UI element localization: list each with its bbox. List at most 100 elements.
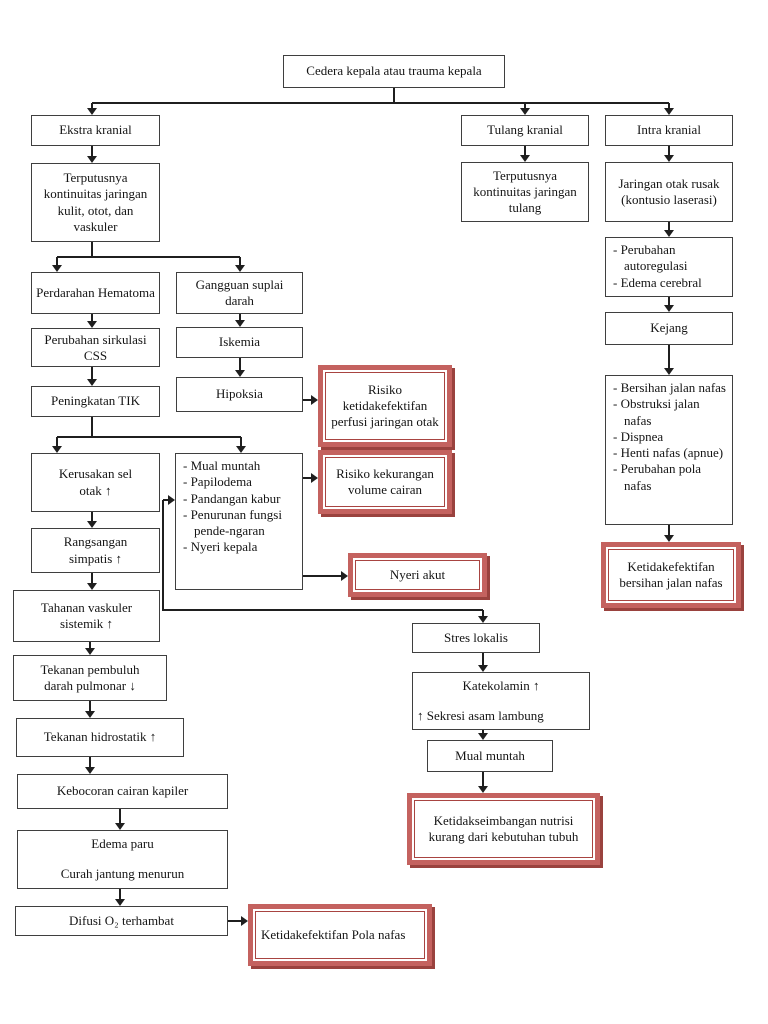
- arrow-stem: [668, 146, 670, 155]
- arrow-stem: [91, 367, 93, 379]
- box-edema-paru-text: [22, 853, 223, 867]
- box-tulang-kranial-text: Tulang kranial: [487, 122, 563, 138]
- box-katekolamin-text: Katekolamin ↑: [462, 677, 540, 693]
- box-terputusnya-jaringan-kulit-text: Terputusnya kontinuitas jaringan kulit, …: [43, 170, 148, 234]
- box-gejala-peningkatan-tik: - Mual muntah- Papilodema- Pandangan kab…: [175, 453, 303, 590]
- box-terputusnya-jaringan-tulang: Terputusnya kontinuitas jaringan tulang: [461, 162, 589, 222]
- box-tahanan-vaskuler-text: Tahanan vaskuler: [40, 599, 133, 615]
- box-mual-muntah-text: Mual muntah: [455, 747, 525, 763]
- arrowhead-down-icon: [520, 108, 530, 115]
- diagnosis-risiko-perfusi-text: Risiko ketidakefektifan perfusi jaringan…: [331, 381, 439, 430]
- box-stres-lokalis-text: Stres lokalis: [444, 629, 508, 645]
- arrow-stem: [89, 757, 91, 767]
- box-perdarahan-hematoma-text: Perdarahan Hematoma: [36, 284, 155, 300]
- arrow-stem: [89, 642, 91, 648]
- arrowhead-down-icon: [115, 899, 125, 906]
- box-kerusakan-sel-otak-text: otak ↑: [79, 482, 112, 498]
- arrow-stem: [91, 573, 93, 583]
- box-gejala-jalan-nafas-text: - Dispnea: [613, 428, 664, 444]
- arrowhead-down-icon: [478, 733, 488, 740]
- connector-line: [393, 88, 395, 104]
- diagnosis-nyeri-akut-text: Nyeri akut: [389, 566, 446, 582]
- box-cedera-kepala-text: Cedera kepala atau trauma kepala: [306, 63, 482, 79]
- arrow-stem: [524, 103, 526, 108]
- arrow-stem: [119, 809, 121, 823]
- arrow-stem: [228, 920, 241, 922]
- arrowhead-down-icon: [87, 379, 97, 386]
- diagnosis-risiko-perfusi: Risiko ketidakefektifan perfusi jaringan…: [318, 365, 452, 447]
- arrowhead-down-icon: [664, 368, 674, 375]
- box-terputusnya-jaringan-tulang-text: Terputusnya kontinuitas jaringan tulang: [473, 167, 577, 216]
- arrow-stem: [303, 477, 311, 479]
- arrowhead-down-icon: [520, 155, 530, 162]
- box-gejala-peningkatan-tik-text: - Papilodema: [183, 474, 252, 490]
- arrowhead-down-icon: [478, 786, 488, 793]
- diagnosis-pola-nafas: Ketidakefektifan Pola nafas: [248, 904, 432, 966]
- box-gejala-peningkatan-tik-text: - Nyeri kepala: [183, 539, 258, 555]
- box-tekanan-hidrostatik-text: Tekanan hidrostatik ↑: [43, 729, 157, 745]
- box-hipoksia: Hipoksia: [176, 377, 303, 412]
- arrowhead-right-icon: [168, 495, 175, 505]
- box-iskemia-text: Iskemia: [218, 334, 261, 350]
- arrowhead-right-icon: [241, 916, 248, 926]
- arrow-stem: [163, 499, 168, 501]
- box-perubahan-sirkulasi-css: Perubahan sirkulasi CSS: [31, 328, 160, 367]
- box-ekstra-kranial: Ekstra kranial: [31, 115, 160, 146]
- connector-line: [91, 242, 93, 258]
- diagnosis-ketidakseimbangan-nutrisi-frame-inner: Ketidakseimbangan nutrisi kurang dari ke…: [414, 800, 593, 858]
- box-tekanan-pembuluh-pulmonar-text: Tekanan pembuluh: [40, 661, 140, 677]
- arrow-stem: [56, 257, 58, 265]
- box-tulang-kranial: Tulang kranial: [461, 115, 589, 146]
- box-rangsangan-simpatis-text: simpatis ↑: [68, 550, 123, 566]
- box-gejala-peningkatan-tik-text: - Pandangan kabur: [183, 490, 281, 506]
- box-kejang: Kejang: [605, 312, 733, 345]
- arrowhead-right-icon: [311, 395, 318, 405]
- connector-line: [92, 102, 669, 104]
- arrow-stem: [119, 889, 121, 899]
- arrow-stem: [668, 525, 670, 535]
- box-gejala-peningkatan-tik-text: - Mual muntah: [183, 458, 261, 473]
- box-iskemia: Iskemia: [176, 327, 303, 358]
- arrowhead-down-icon: [87, 583, 97, 590]
- box-ekstra-kranial-text: Ekstra kranial: [59, 122, 132, 138]
- diagnosis-bersihan-jalan-nafas-frame-inner: Ketidakefektifan bersihan jalan nafas: [608, 549, 734, 601]
- arrowhead-right-icon: [341, 571, 348, 581]
- arrowhead-down-icon: [664, 230, 674, 237]
- box-perdarahan-hematoma: Perdarahan Hematoma: [31, 272, 160, 314]
- arrowhead-down-icon: [52, 265, 62, 272]
- arrow-stem: [239, 257, 241, 265]
- arrow-stem: [239, 358, 241, 370]
- box-jaringan-otak-rusak-text: Jaringan otak rusak (kontusio laserasi): [618, 175, 720, 207]
- arrow-stem: [91, 512, 93, 521]
- arrowhead-down-icon: [235, 320, 245, 327]
- box-kebocoran-cairan-kapiler: Kebocoran cairan kapiler: [17, 774, 228, 809]
- diagnosis-ketidakseimbangan-nutrisi-text: Ketidakseimbangan nutrisi kurang dari ke…: [428, 812, 579, 844]
- box-rangsangan-simpatis-text: Rangsangan: [63, 534, 128, 550]
- box-difusi-o2-terhambat: Difusi O₂ terhambat: [15, 906, 228, 936]
- arrow-stem: [482, 653, 484, 665]
- diagnosis-risiko-perfusi-frame-inner: Risiko ketidakefektifan perfusi jaringan…: [325, 372, 445, 440]
- box-perubahan-autoregulasi-text: - Perubahan autoregulasi: [613, 242, 688, 274]
- diagnosis-risiko-volume-cairan: Risiko kekurangan volume cairan: [318, 450, 452, 514]
- box-gejala-jalan-nafas: - Bersihan jalan nafas- Obstruksi jalan …: [605, 375, 733, 525]
- box-gejala-peningkatan-tik-text: - Penurunan fungsi pende-ngaran: [183, 506, 282, 538]
- diagnosis-risiko-volume-cairan-text: Risiko kekurangan volume cairan: [336, 465, 434, 497]
- connector-line: [162, 500, 164, 611]
- box-edema-paru-text: Curah jantung menurun: [60, 866, 185, 882]
- box-perubahan-autoregulasi: - Perubahan autoregulasi- Edema cerebral: [605, 237, 733, 297]
- arrow-stem: [482, 610, 484, 616]
- box-peningkatan-tik: Peningkatan TIK: [31, 386, 160, 417]
- arrow-stem: [482, 730, 484, 733]
- box-gejala-jalan-nafas-text: - Bersihan jalan nafas: [613, 380, 726, 395]
- arrowhead-down-icon: [664, 108, 674, 115]
- arrowhead-down-icon: [52, 446, 62, 453]
- box-perubahan-autoregulasi-text: - Edema cerebral: [613, 274, 702, 290]
- box-katekolamin: Katekolamin ↑↑ Sekresi asam lambung: [412, 672, 590, 730]
- arrowhead-down-icon: [235, 370, 245, 377]
- arrowhead-down-icon: [478, 616, 488, 623]
- arrow-stem: [303, 399, 311, 401]
